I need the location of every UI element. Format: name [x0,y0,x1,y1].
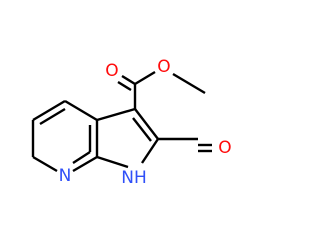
bond-ester-c-eq-o-second [117,80,132,92]
bond-c3-c2 [134,108,159,140]
bond-c6-n6 [32,155,58,173]
ester-oxygen-label: O [157,57,170,77]
bond-c2-n1 [141,138,159,164]
bond-n6-c7-inner [72,150,91,165]
pyrrole-nh-label: NH [121,168,147,188]
bond-ester-c-eq-o [121,74,136,86]
pyridine-nitrogen-label: N [59,166,72,186]
bond-c3a-c4 [64,99,98,122]
bond-c3-c2-inner [132,117,152,142]
bond-ester-c-o [134,70,156,86]
bond-c4-c5 [32,99,66,122]
bond-c3a-c3 [96,107,136,122]
bond-n1-c7a [96,155,129,169]
carbonyl-oxygen-label: O [105,61,118,81]
bond-n6-c7 [72,155,98,173]
bond-o-methyl [172,72,206,95]
bond-c4-c5-inner [39,107,66,126]
aldehyde-oxygen-label: O [218,138,231,158]
molecular-structure-diagram: O O O N NH [31,57,232,188]
